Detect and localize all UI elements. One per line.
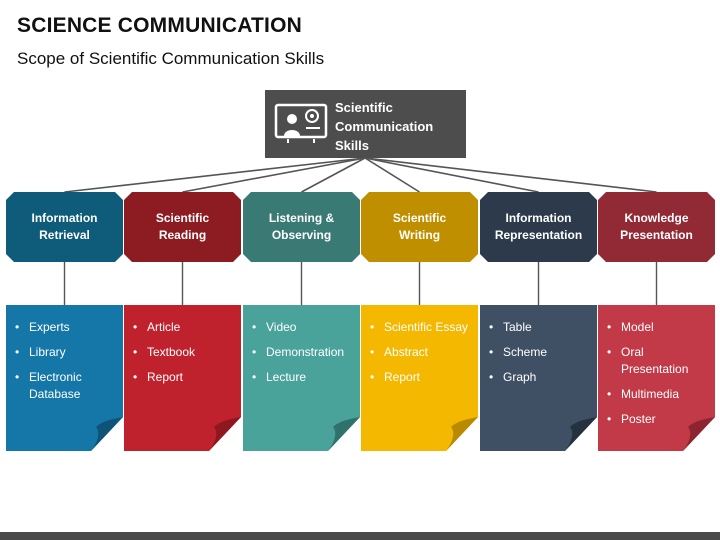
category-header-shape xyxy=(6,192,123,262)
card-list-item: Graph xyxy=(489,369,547,386)
card-item-list: VideoDemonstrationLecture xyxy=(243,319,350,394)
card-list-item: Scientific Essay xyxy=(370,319,468,336)
card-item-list: TableSchemeGraph xyxy=(480,319,553,394)
root-node-label: Scientific Communication Skills xyxy=(335,98,465,155)
category-header-shape xyxy=(243,192,360,262)
footer-bar xyxy=(0,532,720,540)
connector-root-scientific-writing xyxy=(364,157,420,193)
category-card-scientific-writing: Scientific EssayAbstractReport xyxy=(361,305,478,451)
connector-root-knowledge-presentation xyxy=(364,157,657,193)
root-node: Scientific Communication Skills xyxy=(265,90,466,158)
card-list-item: Report xyxy=(370,369,468,386)
category-label-text: Listening & Observing xyxy=(269,210,334,244)
card-list-item: Lecture xyxy=(252,369,344,386)
card-list-item: Model xyxy=(607,319,709,336)
category-header-shape xyxy=(361,192,478,262)
root-label-line: Skills xyxy=(335,138,369,153)
category-label-line: Scientific xyxy=(392,211,447,225)
connector-root-information-retrieval xyxy=(64,157,366,193)
card-list-item: Abstract xyxy=(370,344,468,361)
card-list-item: Article xyxy=(133,319,195,336)
card-list-item: Library xyxy=(15,344,117,361)
category-card-information-representation: TableSchemeGraph xyxy=(480,305,597,451)
category-label-line: Reading xyxy=(158,228,207,242)
card-item-list: ModelOral PresentationMultimediaPoster xyxy=(598,319,715,436)
page-subtitle: Scope of Scientific Communication Skills xyxy=(17,49,325,68)
category-label-line: Listening & xyxy=(268,211,335,225)
category-label-line: Scientific xyxy=(155,211,210,225)
card-list-item: Video xyxy=(252,319,344,336)
card-list-item: Report xyxy=(133,369,195,386)
root-label-line: Communication xyxy=(335,119,434,134)
category-header-shape xyxy=(480,192,597,262)
category-card-knowledge-presentation: ModelOral PresentationMultimediaPoster xyxy=(598,305,715,451)
connector-root-listening-observing xyxy=(301,157,366,193)
card-list-item: Demonstration xyxy=(252,344,344,361)
presentation-board-icon xyxy=(274,103,328,143)
category-label-line: Representation xyxy=(494,228,583,242)
category-card-scientific-reading: ArticleTextbookReport xyxy=(124,305,241,451)
card-list-item: Multimedia xyxy=(607,386,709,403)
category-label-line: Information xyxy=(505,211,572,225)
card-list-item: Electronic Database xyxy=(15,369,117,403)
card-item-list: Scientific EssayAbstractReport xyxy=(361,319,474,394)
category-card-listening-observing: VideoDemonstrationLecture xyxy=(243,305,360,451)
category-header-listening-observing: Listening & Observing xyxy=(243,192,360,262)
connector-root-scientific-reading xyxy=(182,157,366,193)
card-list-item: Poster xyxy=(607,411,709,428)
category-label-line: Observing xyxy=(271,228,332,242)
card-list-item: Scheme xyxy=(489,344,547,361)
category-label-line: Retrieval xyxy=(39,228,90,242)
card-list-item: Oral Presentation xyxy=(607,344,709,378)
card-item-list: ExpertsLibraryElectronic Database xyxy=(6,319,123,411)
category-label-line: Information xyxy=(31,211,98,225)
category-header-shape xyxy=(598,192,715,262)
category-label-line: Presentation xyxy=(620,228,693,242)
card-list-item: Experts xyxy=(15,319,117,336)
category-card-information-retrieval: ExpertsLibraryElectronic Database xyxy=(6,305,123,451)
category-label-line: Writing xyxy=(398,228,441,242)
category-label: Listening & Observing xyxy=(243,192,360,262)
category-header-shape xyxy=(124,192,241,262)
root-label-line: Scientific xyxy=(335,100,393,115)
card-list-item: Textbook xyxy=(133,344,195,361)
root-node-shape xyxy=(265,90,466,158)
card-list-item: Table xyxy=(489,319,547,336)
connector-root-information-representation xyxy=(364,157,539,193)
page-title: SCIENCE COMMUNICATION xyxy=(17,14,302,37)
card-item-list: ArticleTextbookReport xyxy=(124,319,201,394)
category-label-line: Knowledge xyxy=(624,211,689,225)
